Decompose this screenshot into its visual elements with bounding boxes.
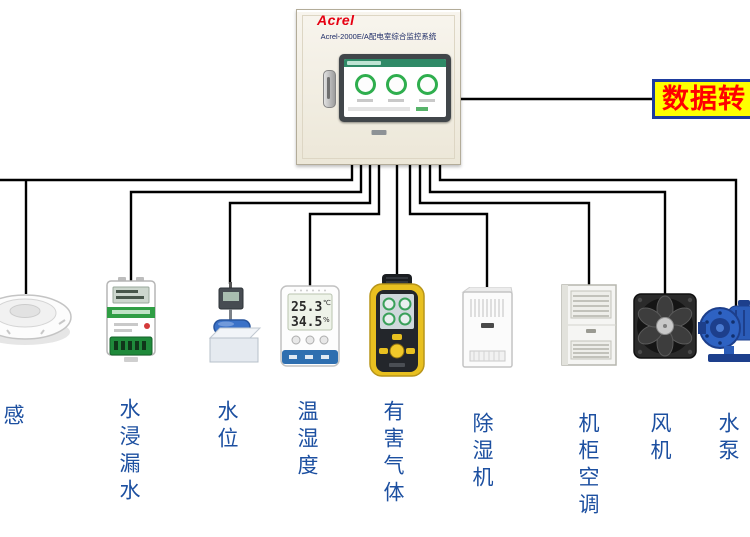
gauge-icon (355, 74, 376, 95)
humidity-unit: % (323, 316, 330, 324)
temp-reading: 25.3 (291, 300, 322, 315)
gauge-caption (357, 99, 373, 102)
water-level-sensor-image (202, 282, 264, 364)
cabinet-ac-image (559, 283, 619, 367)
scada-data-row (348, 107, 410, 111)
touch-screen (339, 54, 451, 122)
device-label-fan: 风机 (648, 412, 671, 466)
smoke-detector-image (0, 286, 73, 348)
dehumidifier-image (461, 287, 514, 369)
device-label-water-pump: 水泵 (716, 412, 739, 466)
device-label-smoke: 感 (1, 404, 24, 431)
gauge-icon (417, 74, 438, 95)
gauge-caption (388, 99, 404, 102)
device-label-water-leak: 水浸漏水 (117, 398, 140, 506)
gas-detector-image (366, 274, 428, 378)
door-handle (323, 70, 336, 108)
water-pump-image (698, 292, 750, 364)
data-converter-box: 数据转 (652, 79, 750, 119)
temp-unit: ℃ (323, 299, 331, 307)
humidity-reading: 34.5 (291, 315, 322, 330)
data-converter-label: 数据转 (662, 83, 746, 114)
monitoring-cabinet: Acrel Acrel-2000E/A配电室综合监控系统 (296, 9, 461, 165)
fan-image (633, 292, 697, 360)
cabinet-title: Acrel-2000E/A配电室综合监控系统 (320, 32, 437, 41)
gauge-icon (386, 74, 407, 95)
scada-status-chip (416, 107, 428, 111)
scada-header-bar (344, 59, 446, 67)
temp-humidity-sensor-image: 25.3 ℃ 34.5 % (279, 284, 341, 368)
device-label-water-level: 水位 (215, 400, 238, 454)
scada-header-text-chip (347, 61, 381, 65)
device-label-cabinet-ac: 机柜空调 (576, 412, 599, 520)
device-label-dehumidifier: 除湿机 (470, 412, 493, 493)
gauge-caption (419, 99, 435, 102)
device-label-temp-humidity: 温湿度 (295, 400, 318, 481)
scada-screen (344, 59, 446, 117)
cabinet-brand-badge (371, 130, 386, 135)
device-label-harmful-gas: 有害气体 (381, 400, 404, 508)
water-leak-detector-image (104, 277, 158, 363)
acrel-logo: Acrel (317, 12, 355, 28)
